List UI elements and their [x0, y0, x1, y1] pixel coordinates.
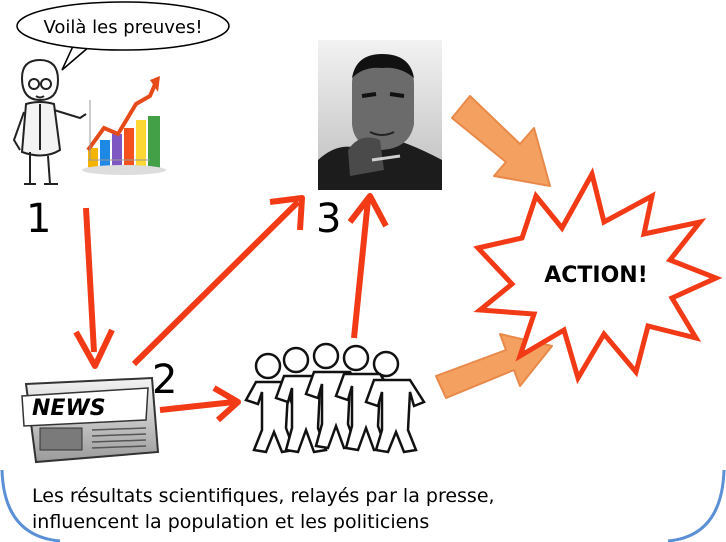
frame-right-corner: [667, 469, 726, 542]
arrow-politician-to-action: [451, 95, 551, 187]
action-burst: ACTION!: [473, 167, 723, 385]
caption-line-1: Les résultats scientifiques, relayés par…: [32, 485, 495, 507]
step-2-label: 2: [152, 357, 177, 403]
newspaper-label: NEWS: [32, 396, 106, 421]
arrow-crowd-to-politician: [347, 193, 389, 339]
speech-bubble: Voilà les preuves!: [16, 1, 230, 71]
frame-left-corner: [0, 469, 61, 542]
step-3-label: 3: [316, 196, 341, 242]
newspaper-icon: NEWS: [21, 376, 160, 464]
action-label: ACTION!: [544, 263, 648, 288]
politician-portrait: [318, 40, 442, 190]
crowd-icon: [244, 342, 426, 454]
caption-line-2: influencent la population et les politic…: [32, 511, 429, 533]
growth-chart-icon: [82, 76, 166, 175]
arrow-scientist-to-news: [73, 207, 115, 369]
arrow-news-to-politician: [131, 195, 305, 367]
arrow-news-to-crowd: [159, 385, 241, 423]
speech-bubble-text: Voilà les preuves!: [43, 17, 202, 38]
scientist-icon: [12, 58, 87, 185]
step-1-label: 1: [26, 196, 51, 242]
